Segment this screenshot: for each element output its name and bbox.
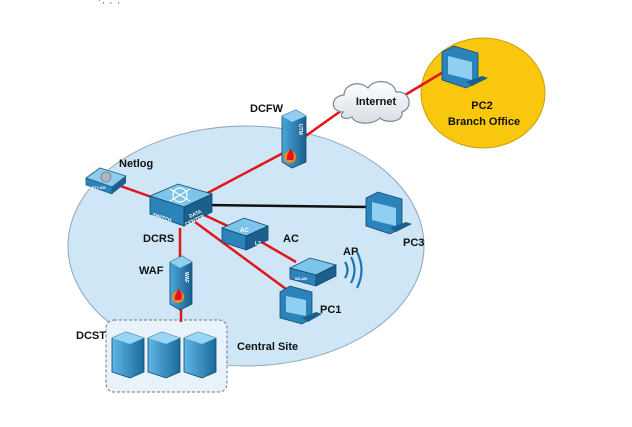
branch-office-label: Branch Office bbox=[447, 116, 521, 128]
server-2 bbox=[147, 331, 181, 379]
netlog-tag: NETLOG bbox=[89, 185, 106, 190]
dcst-servers bbox=[111, 331, 217, 379]
ac-tag-2: L3 bbox=[255, 241, 261, 247]
pc3-label: PC3 bbox=[403, 237, 425, 249]
netlog-device: NETLOG bbox=[85, 167, 127, 195]
waf-label: WAF bbox=[139, 265, 164, 277]
pc1-label: PC1 bbox=[320, 304, 342, 316]
internet-label: Internet bbox=[355, 96, 397, 108]
ac-tag-1: AC bbox=[240, 228, 249, 234]
dcst-label: DCST bbox=[76, 330, 106, 342]
dcfw-tag: UTM bbox=[297, 124, 303, 135]
switch-tag-2: DATA bbox=[188, 209, 203, 220]
dcfw-firewall: UTM bbox=[281, 109, 307, 169]
link-switch-pc3 bbox=[204, 203, 369, 209]
links bbox=[111, 66, 451, 322]
pc3-computer bbox=[365, 191, 412, 235]
ap-device: WLAN bbox=[288, 251, 363, 289]
server-1 bbox=[111, 331, 145, 379]
pc2-computer bbox=[441, 45, 488, 89]
switch-tag-1: SWITCH bbox=[151, 212, 172, 224]
wifi-signal-icon bbox=[344, 251, 363, 289]
pc1-computer bbox=[279, 285, 322, 325]
netlog-label: Netlog bbox=[119, 158, 154, 170]
header-marks: ·',' ',' ',' bbox=[98, 0, 121, 5]
branch-office-area bbox=[420, 37, 546, 149]
internet-cloud bbox=[332, 81, 410, 124]
link-ac-ap bbox=[257, 238, 297, 264]
pc2-label: PC2 bbox=[471, 100, 493, 112]
waf-firewall: WAF bbox=[169, 255, 193, 311]
waf-tag: WAF bbox=[183, 272, 189, 283]
link-dcfw-internet bbox=[299, 106, 346, 142]
ap-label: AP bbox=[343, 246, 359, 258]
link-switch-pc1 bbox=[194, 220, 291, 294]
dcfw-label: DCFW bbox=[250, 103, 283, 115]
dcrs-label: DCRS bbox=[143, 233, 175, 245]
ac-label: AC bbox=[283, 233, 299, 245]
central-site-label: Central Site bbox=[237, 341, 299, 353]
dcrs-switch: SWITCH DATA CENTER bbox=[148, 183, 214, 228]
ap-tag: WLAN bbox=[295, 276, 307, 281]
server-3 bbox=[183, 331, 217, 379]
ac-controller: AC L3 bbox=[220, 217, 270, 251]
link-switch-dcfw bbox=[199, 150, 286, 199]
